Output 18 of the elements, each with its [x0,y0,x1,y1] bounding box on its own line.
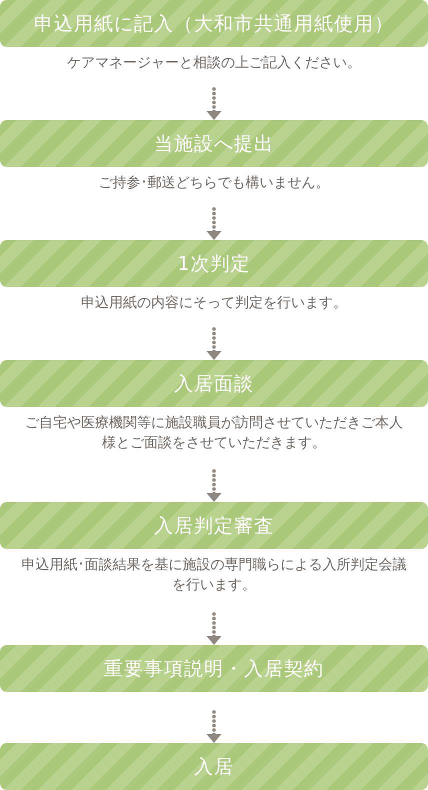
step-band: 1次判定 [0,240,428,287]
dotted-arrow [206,327,222,361]
step-band: 入居 [0,743,428,790]
dotted-arrow [206,207,222,241]
step-band: 入居面談 [0,360,428,407]
step-description: 申込用紙の内容にそって判定を行います。 [80,294,348,313]
step-description: ご自宅や医療機関等に施設職員が訪問させていただきご本人様とご面談をさせていただきます。 [24,414,404,453]
step-band: 入居判定審査 [0,502,428,549]
step-description: ケアマネージャーと相談の上ご記入ください。 [66,54,362,73]
step-band: 重要事項説明・入居契約 [0,645,428,692]
dotted-arrow [206,469,222,503]
step-band: 当施設へ提出 [0,120,428,167]
dotted-arrow [206,710,222,744]
step-band: 申込用紙に記入（大和市共通用紙使用） [0,0,428,47]
step-description: ご持参･郵送どちらでも構いません。 [98,174,330,193]
dotted-arrow [206,87,222,121]
dotted-arrow [206,612,222,646]
step-description: 申込用紙･面談結果を基に施設の専門職らによる入所判定会議を行います。 [20,556,408,595]
